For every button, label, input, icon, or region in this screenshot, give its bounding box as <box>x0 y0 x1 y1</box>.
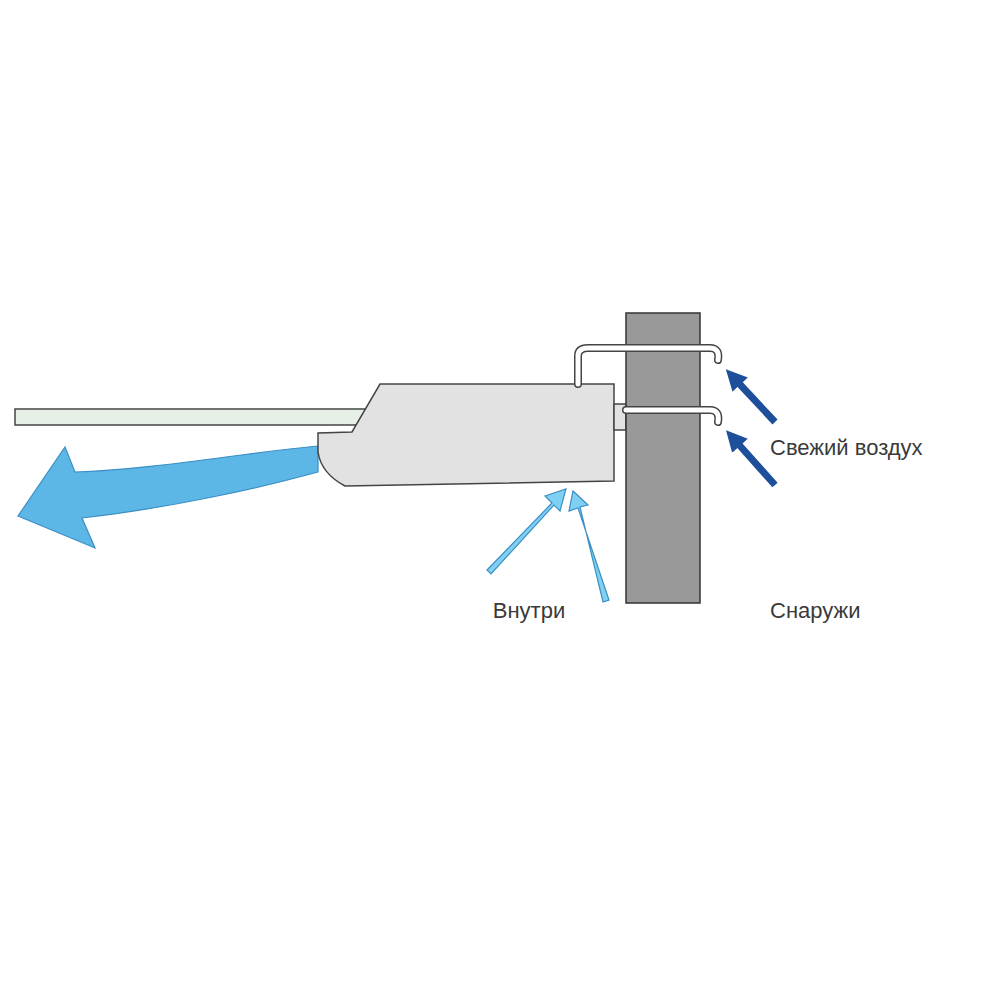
inside-air-arrows <box>487 489 609 602</box>
air-pipes <box>578 348 718 422</box>
fresh-air-arrows <box>733 377 775 485</box>
wall <box>626 313 700 603</box>
panel <box>15 409 365 425</box>
unit-body <box>318 384 614 486</box>
flow-label: Свежий воздух <box>770 435 923 461</box>
side-label: Внутри <box>493 598 565 624</box>
side-label: Снаружи <box>770 598 861 624</box>
air-out-arrow <box>18 446 318 548</box>
